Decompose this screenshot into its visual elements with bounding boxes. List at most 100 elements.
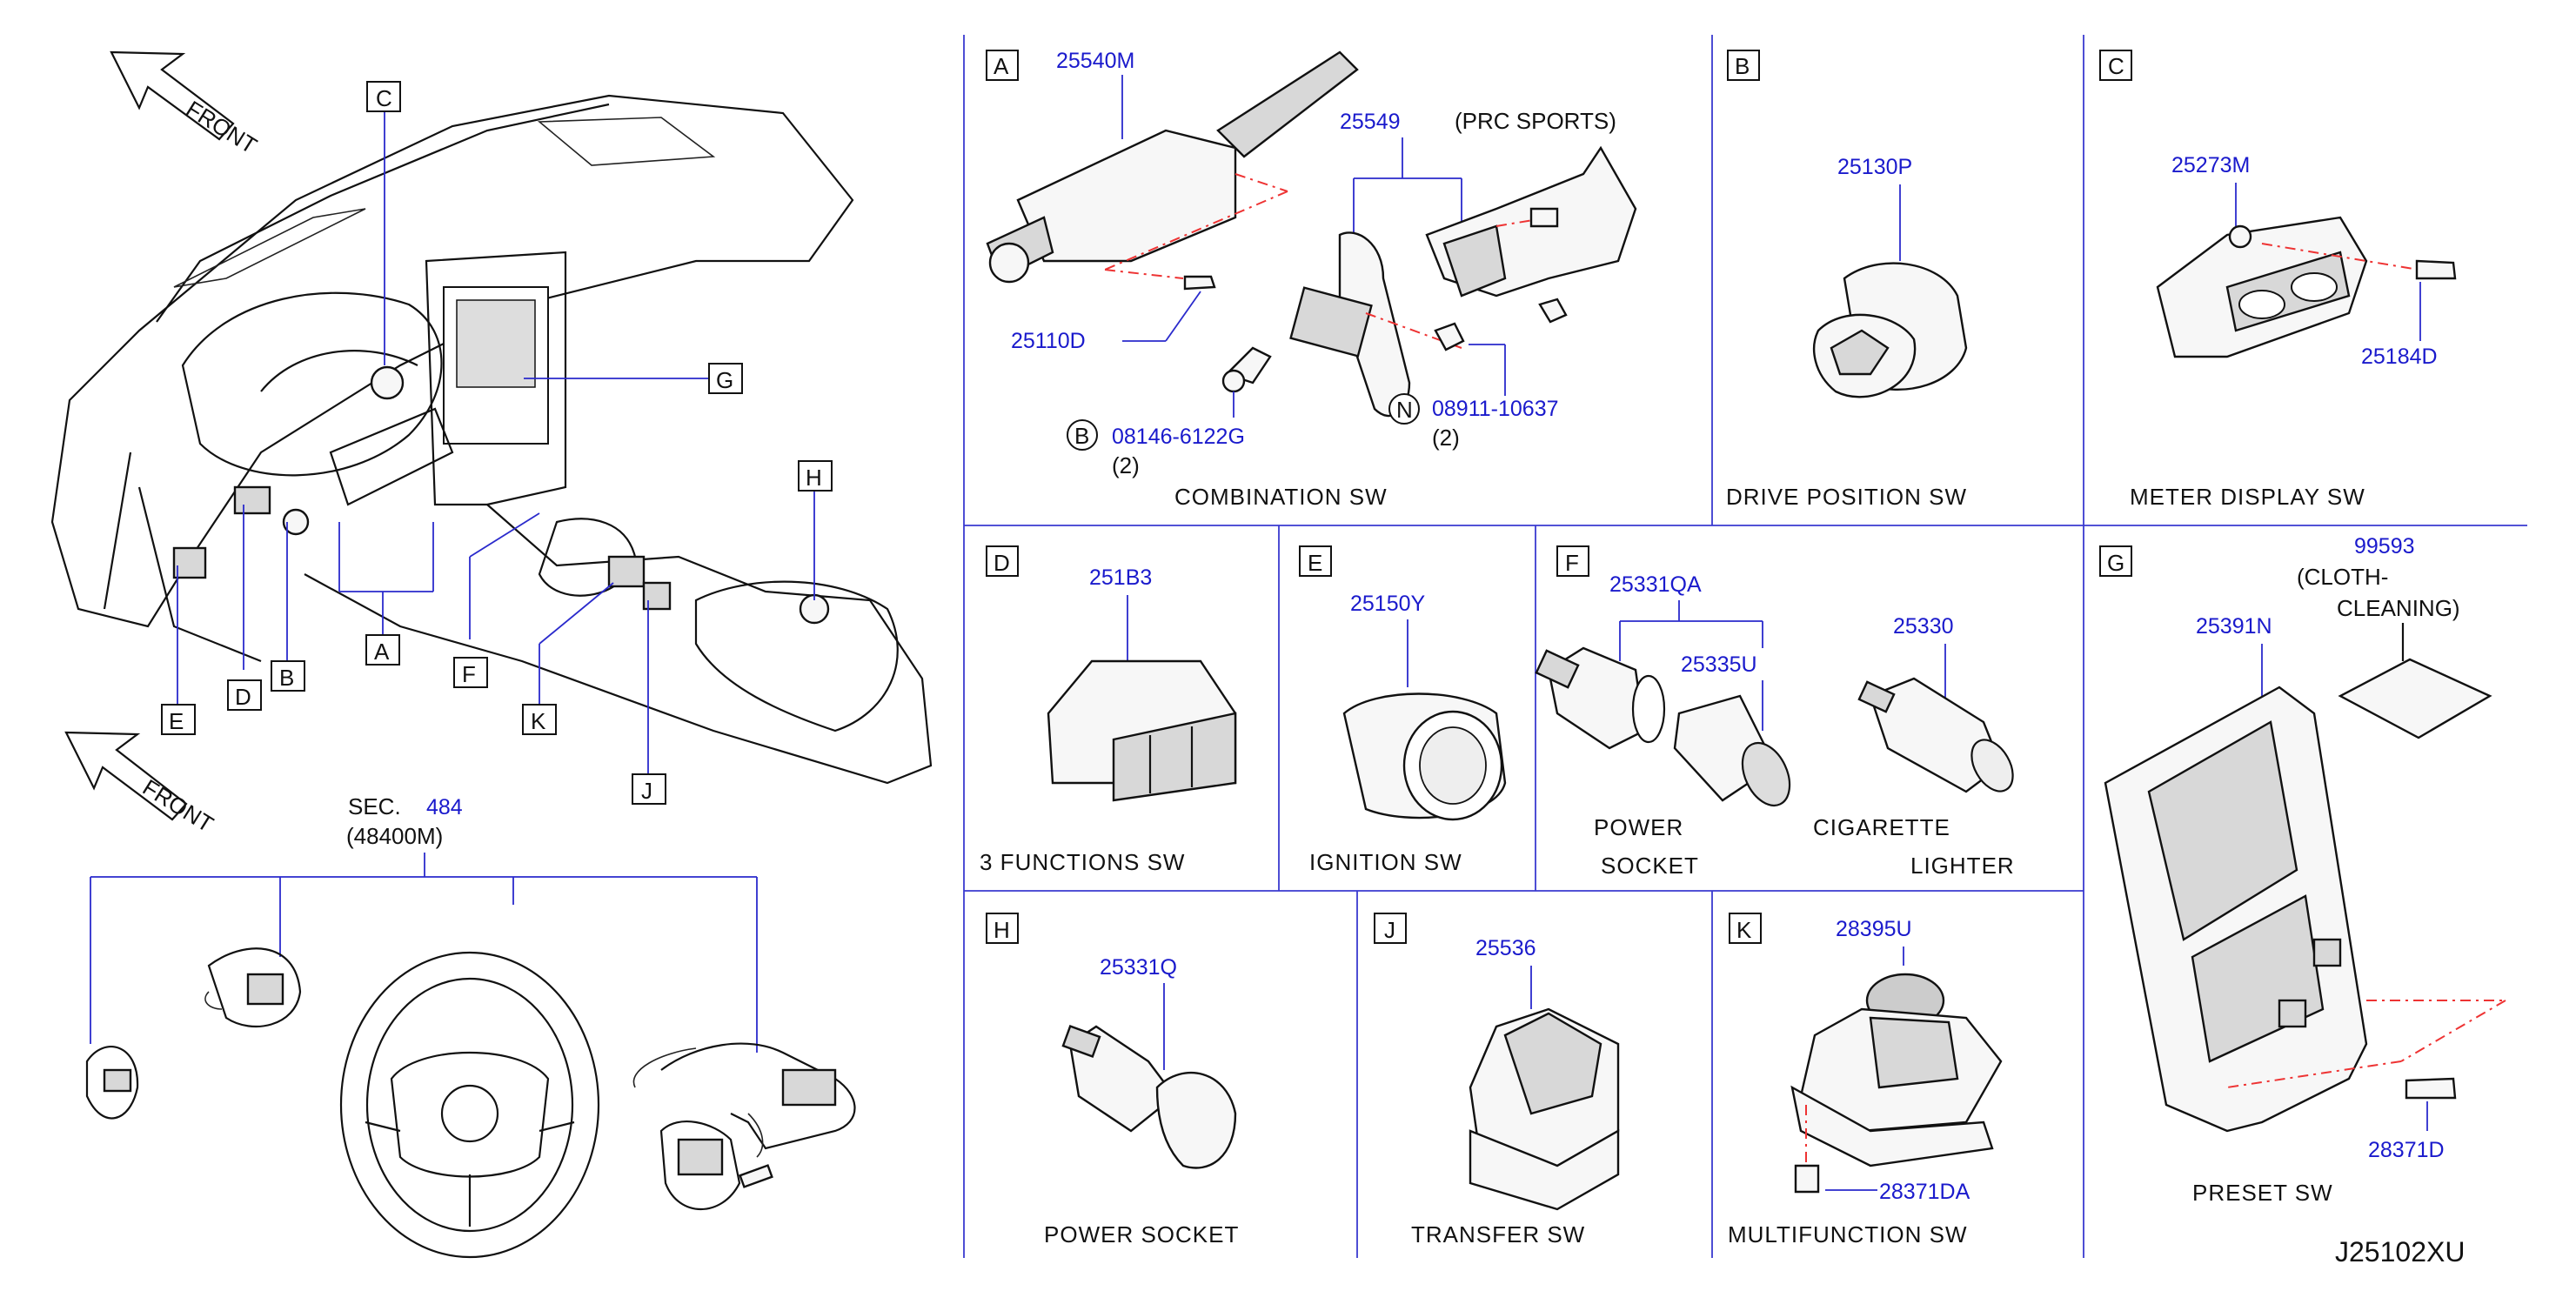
caption-combination-sw: COMBINATION SW bbox=[1174, 484, 1388, 510]
panel-a: A 25540M 25110D 25549 (PRC SPORTS) bbox=[986, 49, 1637, 510]
caption-meter-display-sw: METER DISPLAY SW bbox=[2130, 484, 2365, 510]
svg-text:A: A bbox=[994, 53, 1009, 79]
panel-letter-k: K bbox=[1729, 913, 1762, 944]
svg-text:D: D bbox=[235, 684, 251, 710]
panel-letter-f: F bbox=[1556, 545, 1589, 577]
svg-text:K: K bbox=[531, 708, 546, 734]
qty-b: (2) bbox=[1112, 452, 1140, 478]
caption-power: POWER bbox=[1594, 814, 1683, 840]
front-label-top: FRONT bbox=[182, 96, 262, 159]
panel-letter-a: A bbox=[986, 50, 1019, 81]
panel-letter-h: H bbox=[986, 913, 1019, 944]
panel-d: D 251B3 3 FUNCTIONS SW bbox=[980, 545, 1237, 875]
part-25110d: 25110D bbox=[1011, 329, 1086, 353]
panel-c: C 25273M 25184D METER DISPLAY SW bbox=[2099, 50, 2457, 510]
svg-text:J: J bbox=[1384, 917, 1395, 943]
overview-callout-lines bbox=[177, 111, 815, 774]
svg-text:C: C bbox=[376, 85, 392, 111]
callout-c: D bbox=[227, 679, 262, 711]
svg-text:B: B bbox=[1735, 53, 1750, 79]
part-28371da: 28371DA bbox=[1879, 1180, 1970, 1204]
panel-f: F 25331QA 25335U 25330 POWER SOCKET CIGA… bbox=[1535, 545, 2015, 879]
part-28371d: 28371D bbox=[2368, 1138, 2445, 1162]
sec-part: (48400M) bbox=[346, 823, 443, 849]
caption-ignition-sw: IGNITION SW bbox=[1309, 849, 1462, 875]
overview-callouts: C G H A B D E F K J bbox=[161, 81, 833, 805]
panel-letter-j: J bbox=[1374, 913, 1407, 944]
part-08146-6122g: 08146-6122G bbox=[1112, 425, 1245, 449]
sec-number: 484 bbox=[426, 795, 463, 819]
panel-letter-e: E bbox=[1299, 545, 1332, 577]
part-25130p: 25130P bbox=[1837, 155, 1912, 179]
prc-sports-note: (PRC SPORTS) bbox=[1455, 108, 1616, 134]
qty-n: (2) bbox=[1432, 425, 1460, 451]
svg-text:N: N bbox=[1396, 397, 1413, 423]
front-label-bottom: FRONT bbox=[138, 774, 218, 838]
front-arrow-bottom: FRONT bbox=[64, 731, 218, 838]
callout-a: A bbox=[365, 634, 400, 666]
svg-text:J: J bbox=[641, 778, 652, 804]
panel-g: G 99593 (CLOTH- CLEANING) 25391N 28371D … bbox=[2099, 534, 2506, 1206]
circle-n-symbol: N bbox=[1388, 393, 1420, 425]
circle-b-symbol: B bbox=[1067, 419, 1098, 451]
part-25330: 25330 bbox=[1893, 614, 1954, 639]
caption-lighter: LIGHTER bbox=[1910, 853, 2015, 879]
callout-k: K bbox=[522, 704, 557, 735]
svg-text:D: D bbox=[994, 550, 1010, 576]
callout-b: B bbox=[271, 660, 305, 692]
part-251b3: 251B3 bbox=[1089, 565, 1152, 590]
part-25540m: 25540M bbox=[1056, 49, 1134, 73]
sec-prefix: SEC. bbox=[348, 793, 401, 819]
svg-text:F: F bbox=[1565, 550, 1579, 576]
part-25184d: 25184D bbox=[2361, 344, 2438, 369]
panel-grid bbox=[963, 35, 2527, 1258]
svg-text:E: E bbox=[1308, 550, 1322, 576]
part-25150y: 25150Y bbox=[1350, 592, 1426, 616]
caption-multifunction-sw: MULTIFUNCTION SW bbox=[1728, 1221, 1968, 1248]
svg-text:K: K bbox=[1736, 917, 1752, 943]
svg-text:B: B bbox=[279, 665, 294, 691]
svg-text:C: C bbox=[2108, 53, 2124, 79]
panel-letter-b: B bbox=[1727, 50, 1760, 81]
front-arrow-top: FRONT bbox=[110, 50, 262, 159]
svg-text:G: G bbox=[716, 367, 733, 393]
svg-text:B: B bbox=[1074, 423, 1089, 449]
drawing-code: J25102XU bbox=[2335, 1236, 2465, 1268]
part-08911-10637: 08911-10637 bbox=[1432, 397, 1559, 421]
callout-h: H bbox=[798, 460, 833, 492]
panel-e: E 25150Y IGNITION SW bbox=[1299, 545, 1507, 875]
callout-f: F bbox=[453, 657, 488, 688]
svg-text:F: F bbox=[462, 661, 476, 687]
part-25335u: 25335U bbox=[1681, 652, 1757, 677]
caption-transfer-sw: TRANSFER SW bbox=[1411, 1221, 1585, 1248]
svg-text:E: E bbox=[169, 708, 184, 734]
steering-sec-reference: SEC. 484 (48400M) bbox=[90, 793, 758, 1053]
cloth-cleaning-note-1: (CLOTH- bbox=[2297, 564, 2388, 590]
callout-e: C bbox=[366, 81, 401, 112]
cloth-cleaning-note-2: CLEANING) bbox=[2337, 595, 2460, 621]
steering-wheel-drawing bbox=[85, 947, 856, 1259]
part-25331qa: 25331QA bbox=[1609, 572, 1702, 597]
part-25536: 25536 bbox=[1475, 936, 1536, 960]
caption-socket: SOCKET bbox=[1601, 853, 1699, 879]
dashboard-drawing bbox=[50, 94, 933, 785]
caption-3-functions-sw: 3 FUNCTIONS SW bbox=[980, 849, 1185, 875]
part-25549: 25549 bbox=[1340, 110, 1401, 134]
callout-g: G bbox=[708, 363, 743, 394]
part-25331q: 25331Q bbox=[1100, 955, 1177, 980]
panel-b: B 25130P DRIVE POSITION SW bbox=[1726, 50, 1968, 510]
caption-preset-sw: PRESET SW bbox=[2192, 1180, 2333, 1206]
panel-letter-c: C bbox=[2099, 50, 2132, 81]
caption-cigarette: CIGARETTE bbox=[1813, 814, 1950, 840]
panel-j: J 25536 TRANSFER SW bbox=[1374, 913, 1620, 1248]
callout-j: J bbox=[632, 773, 666, 805]
panel-k: K 28395U 28371DA MULTIFUNCTION SW bbox=[1728, 913, 2003, 1248]
part-99593: 99593 bbox=[2354, 534, 2415, 559]
svg-text:G: G bbox=[2107, 550, 2124, 576]
panel-letter-g: G bbox=[2099, 545, 2132, 577]
caption-power-socket-h: POWER SOCKET bbox=[1044, 1221, 1239, 1248]
part-25273m: 25273M bbox=[2171, 153, 2250, 177]
part-28395u: 28395U bbox=[1836, 917, 1912, 941]
svg-text:A: A bbox=[374, 639, 390, 665]
